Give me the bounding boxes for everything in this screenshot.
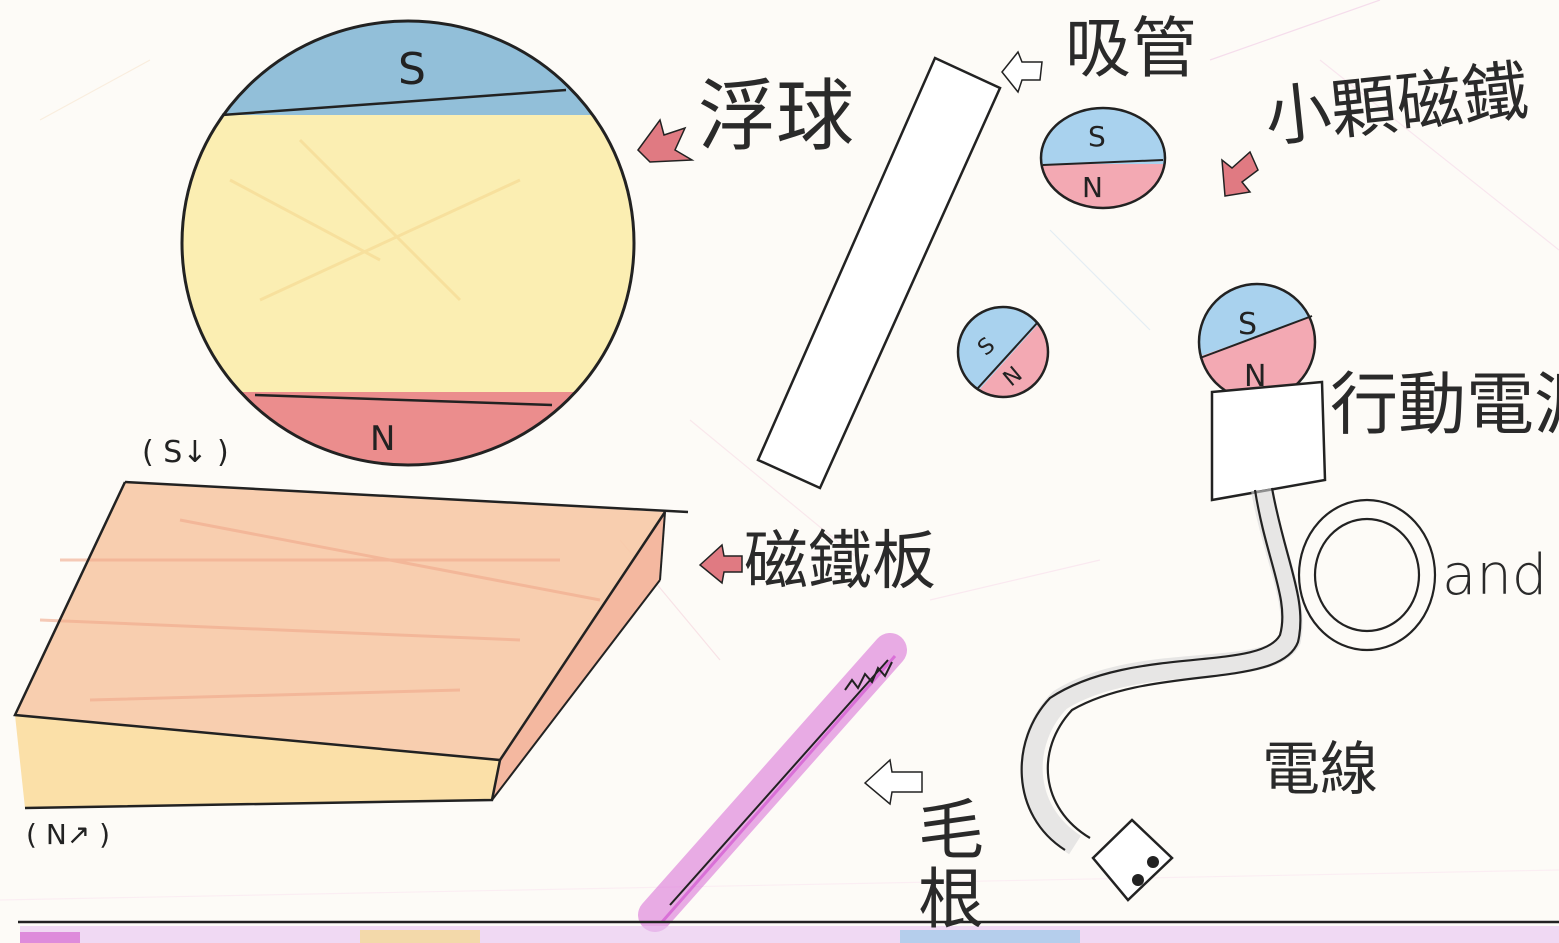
pointer-arrow-icon (1221, 150, 1259, 197)
small-magnet-top-s: S (1088, 120, 1106, 153)
small-magnet-top-n: N (1082, 171, 1103, 204)
small-magnet-top: S N (1039, 106, 1167, 210)
wire (1020, 487, 1437, 855)
power-bank-label: 行動電源 (1330, 366, 1559, 445)
wire-label: 電線 (1262, 735, 1379, 803)
board-front-face (15, 715, 500, 808)
magnet-board: ( S↓ ) ( N↗ ) (13, 435, 689, 851)
ball-south-label: S (398, 44, 426, 95)
power-bank (1210, 380, 1327, 502)
ball-north-label: N (370, 419, 395, 459)
power-bank-magnet-s: S (1238, 307, 1257, 342)
ball-body (182, 21, 634, 465)
small-magnet-middle: S N (956, 305, 1050, 399)
pointer-arrow-icon (863, 758, 923, 806)
float-ball: S N (180, 19, 636, 467)
pointer-arrow-icon (637, 118, 695, 163)
board-top-pole: ( S↓ ) (142, 435, 229, 470)
pipe-cleaner (638, 633, 907, 932)
pointer-arrow-icon (698, 543, 743, 585)
straw-label: 吸管 (1065, 10, 1197, 87)
pipe-cleaner-label: 毛根 (918, 792, 984, 939)
board-top-face (15, 482, 665, 760)
float-ball-label: 浮球 (698, 72, 855, 162)
pointer-arrow-icon (1001, 50, 1043, 94)
board-side-face (492, 512, 665, 800)
board-bottom-pole: ( N↗ ) (26, 818, 110, 851)
bottom-border-strip (18, 920, 1559, 943)
usb-plug (1091, 818, 1174, 902)
magnet-board-label: 磁鐵板 (744, 525, 936, 599)
and-label: and (1442, 543, 1548, 608)
pointer-arrow-icon (637, 50, 1259, 806)
power-bank-magnet-n: N (1244, 359, 1266, 394)
straw (756, 56, 1002, 490)
background-strokes (0, 0, 1559, 901)
